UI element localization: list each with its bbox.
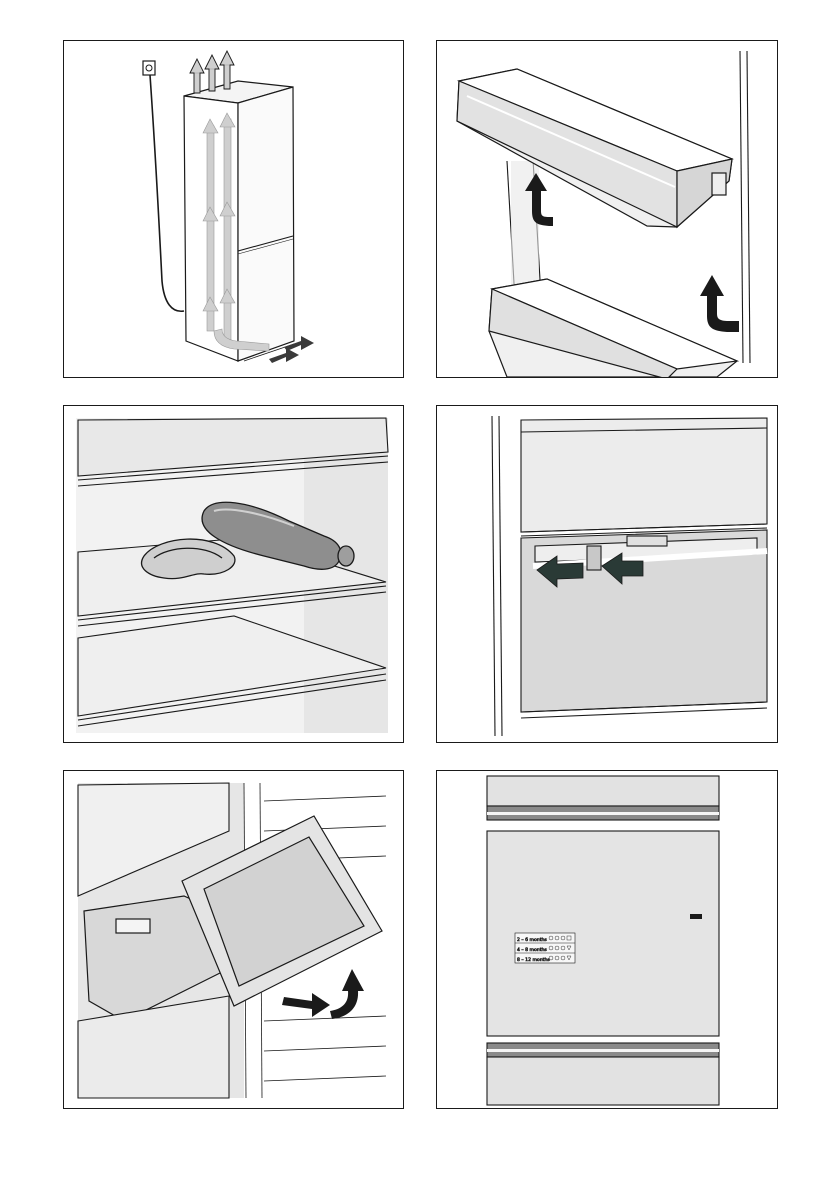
vegetable-drawer xyxy=(521,530,767,718)
lift-arrow-icon xyxy=(330,969,364,1019)
door-shelf-lower xyxy=(489,279,737,378)
figure-panel-freezer-drawer xyxy=(63,770,404,1109)
figure-panel-drawer-divider xyxy=(436,405,778,743)
figure-panel-ventilation xyxy=(63,40,404,378)
figure-panel-freezer-front: 2 – 6 months 4 – 8 months 8 – 12 months xyxy=(436,770,778,1109)
freezer-drawer-illustration xyxy=(64,771,404,1109)
storage-row-1: 2 – 6 months xyxy=(517,937,547,943)
figure-panel-bottle-shelf xyxy=(63,405,404,743)
pull-out-arrow-icon xyxy=(282,993,330,1017)
drawer-divider-illustration xyxy=(437,406,778,743)
power-socket-icon xyxy=(143,61,155,75)
door-shelf-upper xyxy=(457,69,732,227)
lift-arrow-icon-right xyxy=(700,275,739,332)
door-shelf-illustration xyxy=(437,41,778,378)
bottle-shelf-illustration xyxy=(64,406,404,743)
drawer-front-top xyxy=(487,776,719,820)
storage-row-3: 8 – 12 months xyxy=(517,957,550,963)
ventilation-illustration xyxy=(64,41,404,378)
freezer-storage-label-icon: 2 – 6 months 4 – 8 months 8 – 12 months xyxy=(515,933,575,963)
storage-row-2: 4 – 8 months xyxy=(517,947,547,953)
power-cable xyxy=(150,75,184,311)
glass-shelf xyxy=(521,418,767,536)
cabinet-sides xyxy=(492,416,502,736)
figure-panel-door-shelf xyxy=(436,40,778,378)
appliance-cabinet xyxy=(184,81,294,361)
drawer-front-bottom xyxy=(487,1043,719,1105)
freezer-front-illustration: 2 – 6 months 4 – 8 months 8 – 12 months xyxy=(437,771,778,1109)
